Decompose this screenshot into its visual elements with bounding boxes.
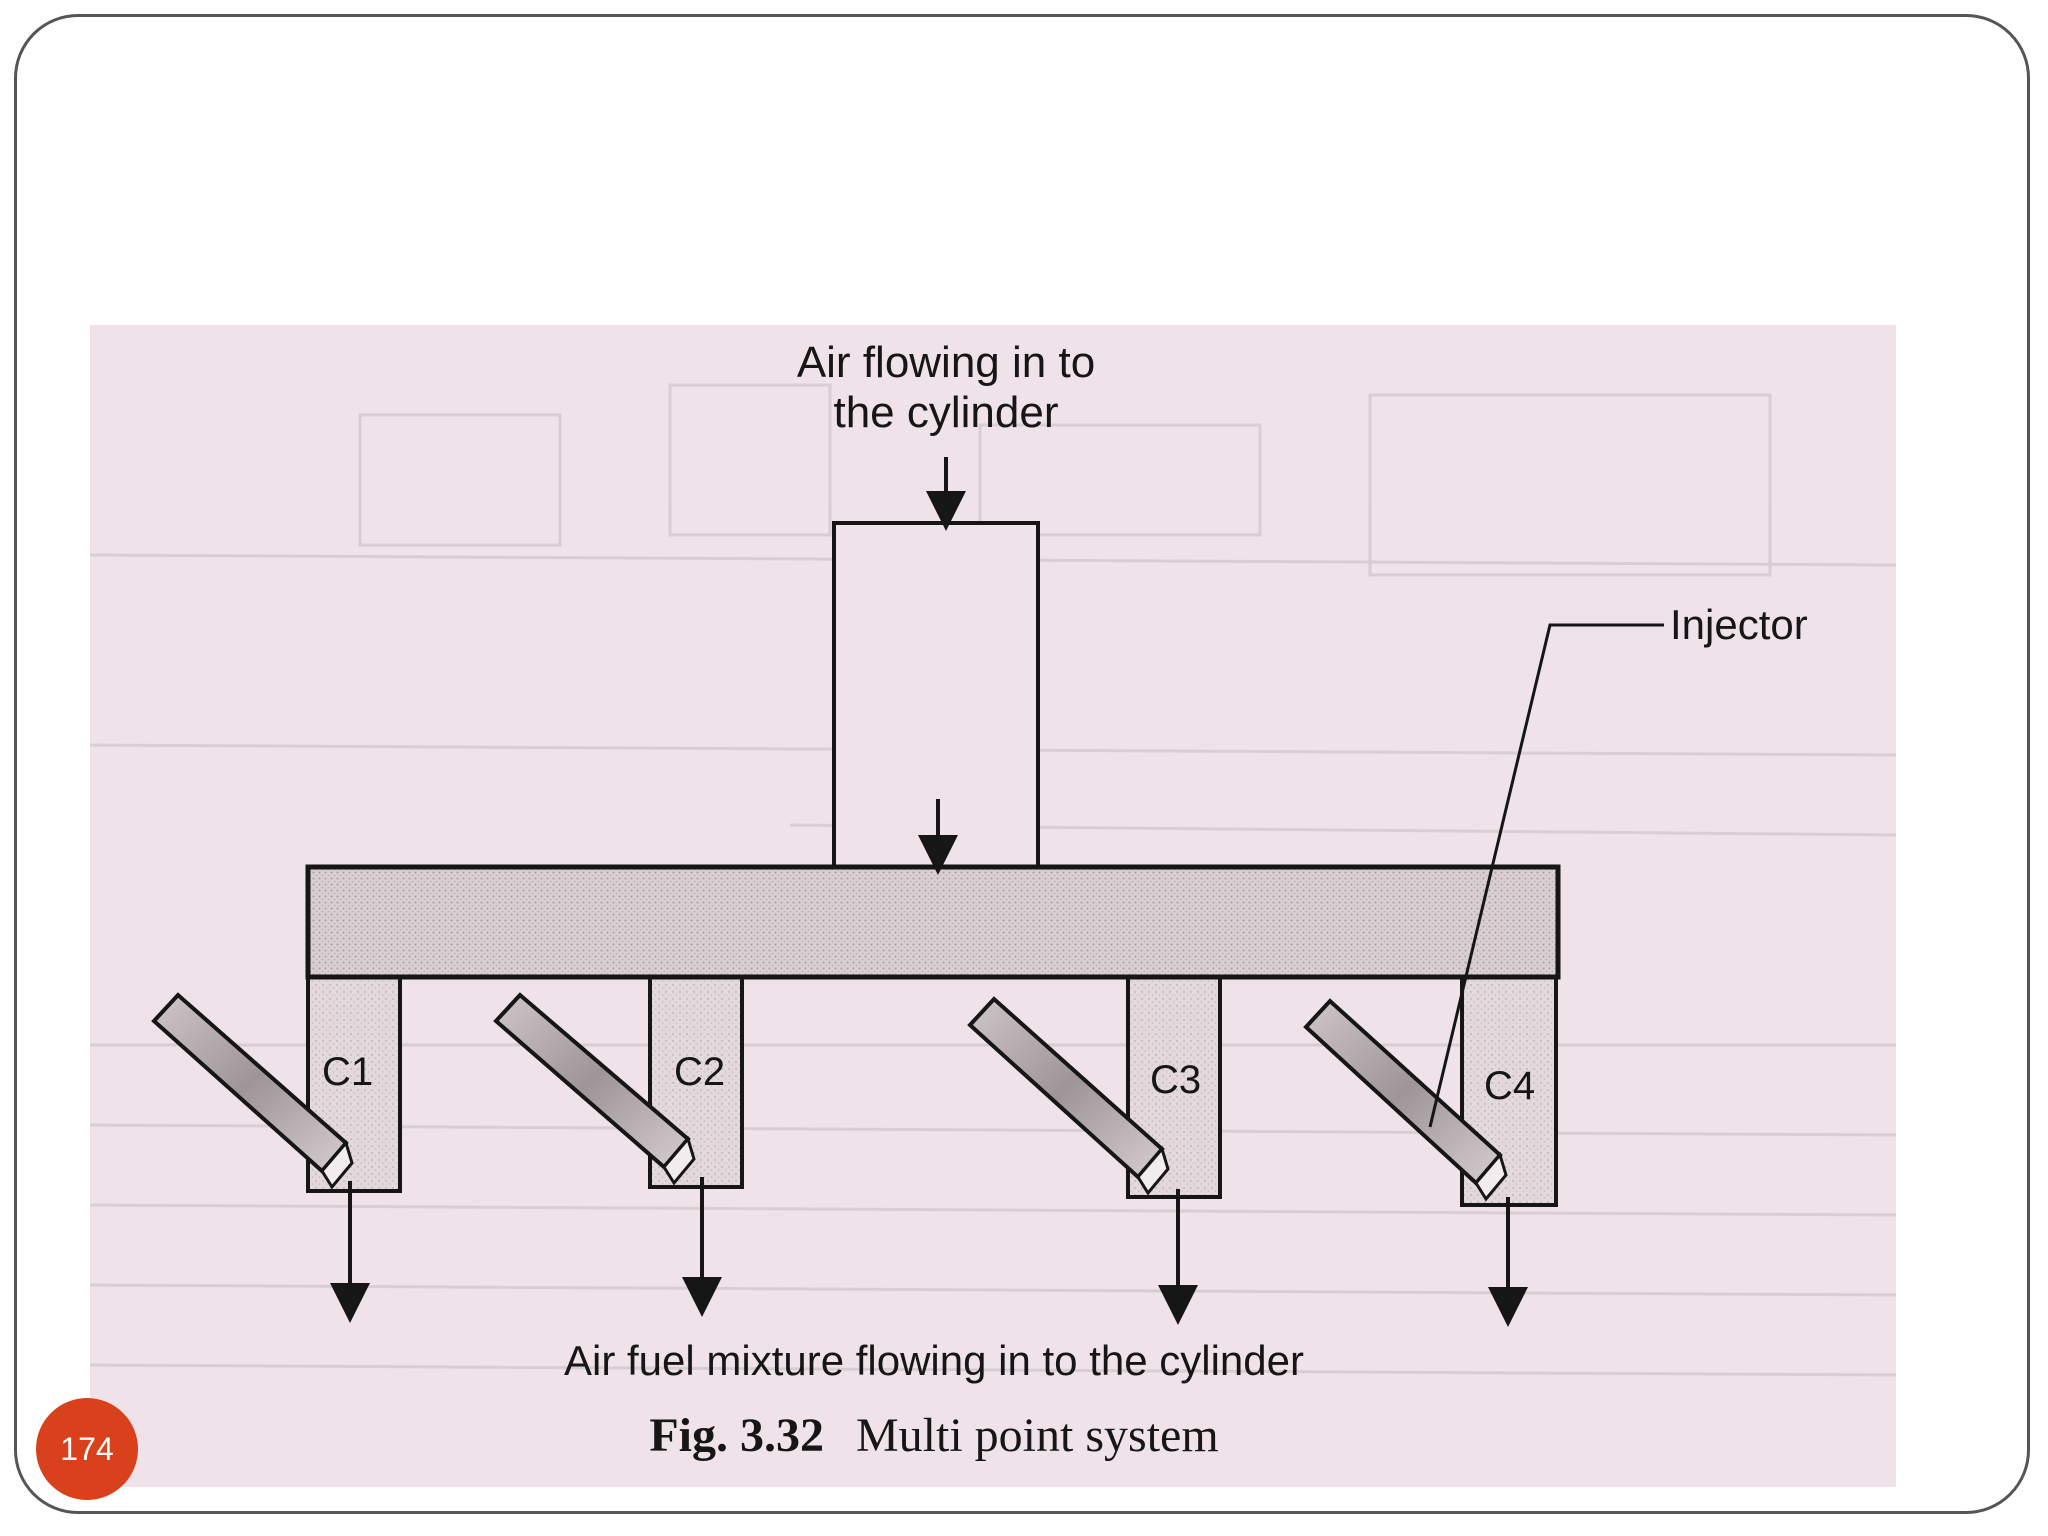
top-label-line1: Air flowing in to: [797, 338, 1095, 387]
caption-number: Fig. 3.32: [649, 1409, 824, 1462]
manifold-runners: [306, 969, 1558, 1207]
injector-c1: [151, 992, 354, 1190]
page-number-badge: 174: [36, 1398, 138, 1500]
injectors: [151, 992, 1508, 1202]
figure-image: Air flowing in to the cylinder Injector …: [90, 325, 1896, 1487]
multi-point-system-diagram: Air flowing in to the cylinder Injector …: [90, 338, 1896, 1462]
top-label-line2: the cylinder: [833, 388, 1058, 437]
injector-c3: [967, 996, 1170, 1196]
injector-leader-line: [1428, 623, 1664, 1128]
flow-arrows: [330, 457, 1528, 1327]
cylinder-label-c4: C4: [1484, 1064, 1535, 1108]
cylinder-label-c1: C1: [322, 1050, 373, 1094]
cylinder-label-c2: C2: [674, 1050, 725, 1094]
injector-label: Injector: [1670, 601, 1808, 648]
injector-c4: [1303, 998, 1508, 1202]
injector-c2: [493, 992, 696, 1186]
figure-caption: Fig. 3.32 Multi point system: [649, 1409, 1218, 1462]
bottom-label: Air fuel mixture flowing in to the cylin…: [564, 1337, 1304, 1384]
manifold-plenum: [305, 864, 1561, 980]
caption-title: Multi point system: [856, 1409, 1219, 1462]
cylinder-label-c3: C3: [1150, 1058, 1201, 1102]
